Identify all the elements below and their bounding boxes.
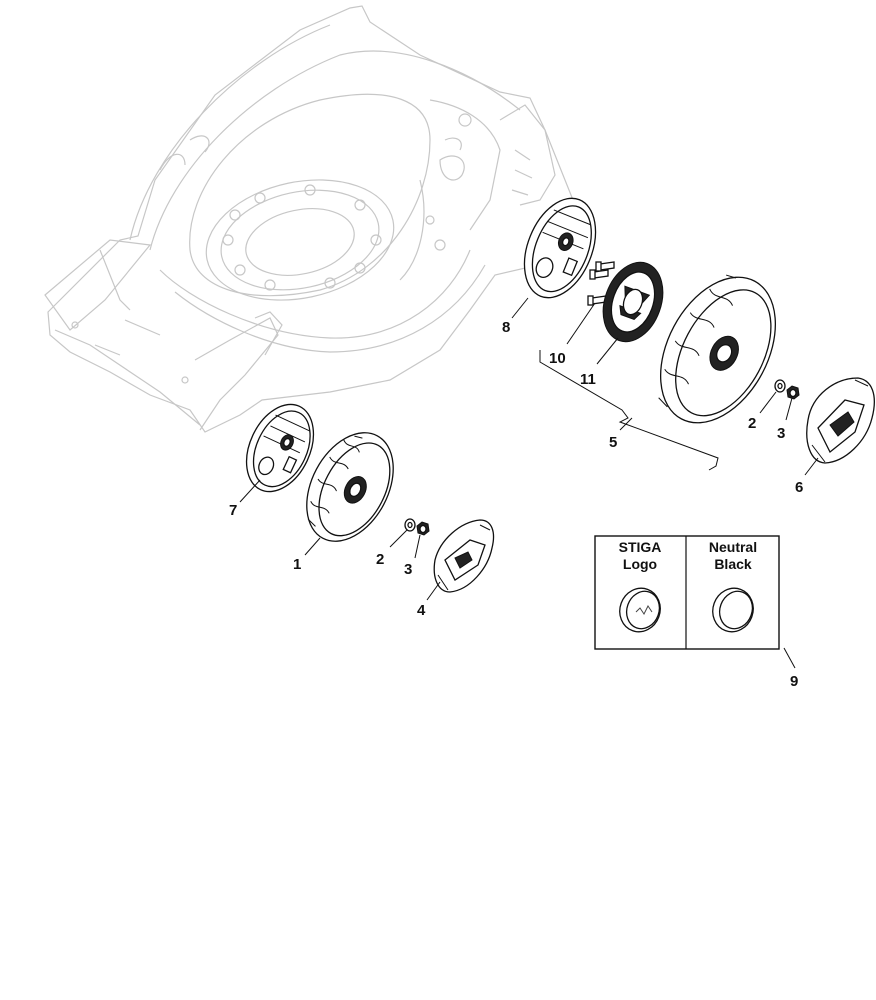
part-3-nut-rear [786,385,800,400]
callout-8: 8 [502,319,510,336]
variant-right-subtitle: Black [714,556,752,572]
part-2-washer-rear [774,379,786,393]
callout-10: 10 [549,350,566,367]
part-10-bolts [587,261,615,306]
callout-numbers: 1 2 2 3 3 4 5 6 7 8 9 10 11 [229,319,803,690]
callout-7: 7 [229,502,237,519]
part-4-front-hub-cap [433,519,495,593]
variant-left-title: STIGA [619,539,662,555]
part-2-washer-front [404,518,416,532]
part-7-hub-disc [245,403,315,493]
variant-right-title: Neutral [709,539,757,555]
part-6-rear-hub-cap [806,377,875,464]
callout-6: 6 [795,479,803,496]
callout-2-front: 2 [376,551,384,568]
stiga-logo-cap [619,587,661,633]
part-5-bracket [539,350,719,471]
part-11-gear-ring [602,261,664,343]
variant-left-subtitle: Logo [623,556,657,572]
callout-5: 5 [609,434,617,451]
part-5-rear-wheel [658,274,777,424]
callout-1: 1 [293,556,301,573]
part-8-rear-disc [523,197,597,299]
callout-3-rear: 3 [777,425,785,442]
leader-lines [239,297,819,669]
part-1-front-wheel [306,432,394,542]
mower-deck [44,5,586,433]
callout-4: 4 [417,602,426,619]
callout-11: 11 [580,371,596,388]
part-3-nut-front [416,521,430,536]
callout-2-rear: 2 [748,415,756,432]
variant-box: STIGA Logo Neutral Black [594,535,780,650]
callout-3-front: 3 [404,561,412,578]
neutral-black-cap [712,587,754,633]
callout-9: 9 [790,673,798,690]
